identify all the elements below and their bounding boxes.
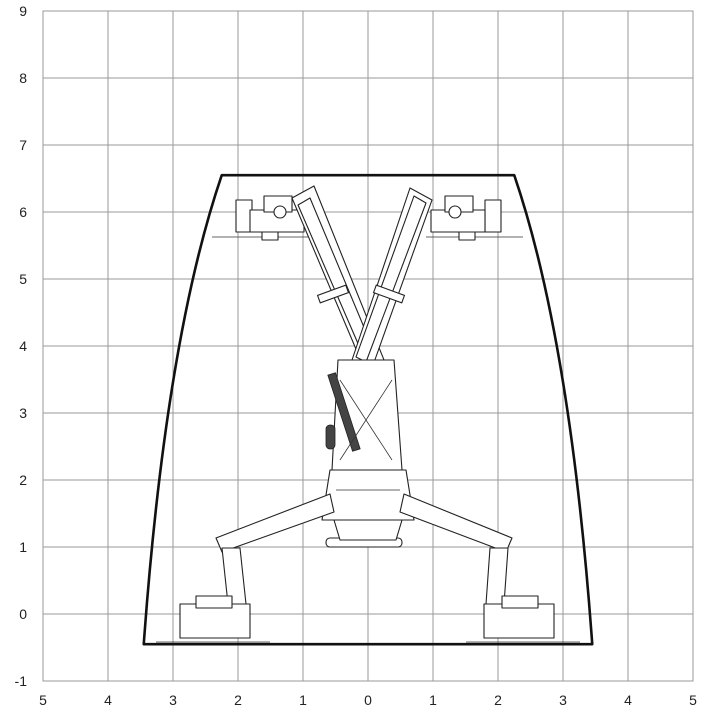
central-body [321, 359, 415, 548]
y-tick-label: 4 [19, 338, 27, 354]
y-tick-label: 1 [19, 539, 27, 555]
y-tick-label: 9 [19, 3, 27, 19]
boom-right [351, 187, 433, 369]
upper-left-platform [212, 195, 310, 241]
working-envelope-outline [142, 173, 594, 646]
x-tick-label: 2 [494, 692, 502, 708]
y-tick-label: 2 [19, 472, 27, 488]
y-tick-label: 8 [19, 70, 27, 86]
tick-labels: 5 4 3 2 1 0 1 2 3 4 5 9 8 7 6 5 4 3 2 1 0 -1 [15, 3, 698, 708]
y-tick-label: 7 [19, 137, 27, 153]
x-tick-label: 1 [299, 692, 307, 708]
y-tick-label: 5 [19, 271, 27, 287]
x-tick-label: 3 [169, 692, 177, 708]
x-tick-label: 1 [429, 692, 437, 708]
x-tick-label: 3 [559, 692, 567, 708]
y-tick-label: 6 [19, 204, 27, 220]
x-tick-label: 0 [364, 692, 372, 708]
y-tick-label: -1 [15, 673, 28, 689]
spider-crane-drawing [156, 185, 580, 643]
y-tick-label: 3 [19, 405, 27, 421]
x-tick-label: 5 [39, 692, 47, 708]
upper-right-platform [426, 195, 523, 241]
y-tick-label: 0 [19, 606, 27, 622]
x-tick-label: 5 [689, 692, 697, 708]
outrigger-left [156, 493, 335, 643]
x-tick-label: 4 [624, 692, 632, 708]
x-tick-label: 4 [104, 692, 112, 708]
x-tick-label: 2 [234, 692, 242, 708]
outrigger-right [399, 493, 580, 643]
